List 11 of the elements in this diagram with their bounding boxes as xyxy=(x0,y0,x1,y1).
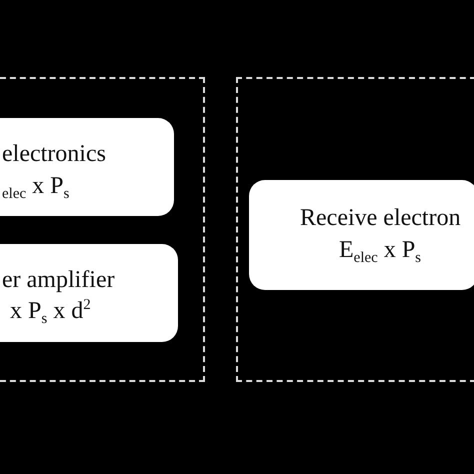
dashed-group-box xyxy=(236,77,474,382)
process-box xyxy=(0,244,178,342)
process-box xyxy=(249,180,474,290)
dashed-group-box xyxy=(0,77,205,382)
box-label: x P$_{s}$ x d$^{2}$ xyxy=(10,299,91,323)
box-label: E$_{elec}$ x P$_{s}$ xyxy=(339,238,422,262)
box-label: Receive electron xyxy=(300,206,461,230)
box-label: electronics xyxy=(2,142,106,166)
process-box xyxy=(0,118,174,216)
box-label: er amplifier xyxy=(2,268,115,292)
box-label: $_{elec}$ x P$_{s}$ xyxy=(2,174,70,198)
